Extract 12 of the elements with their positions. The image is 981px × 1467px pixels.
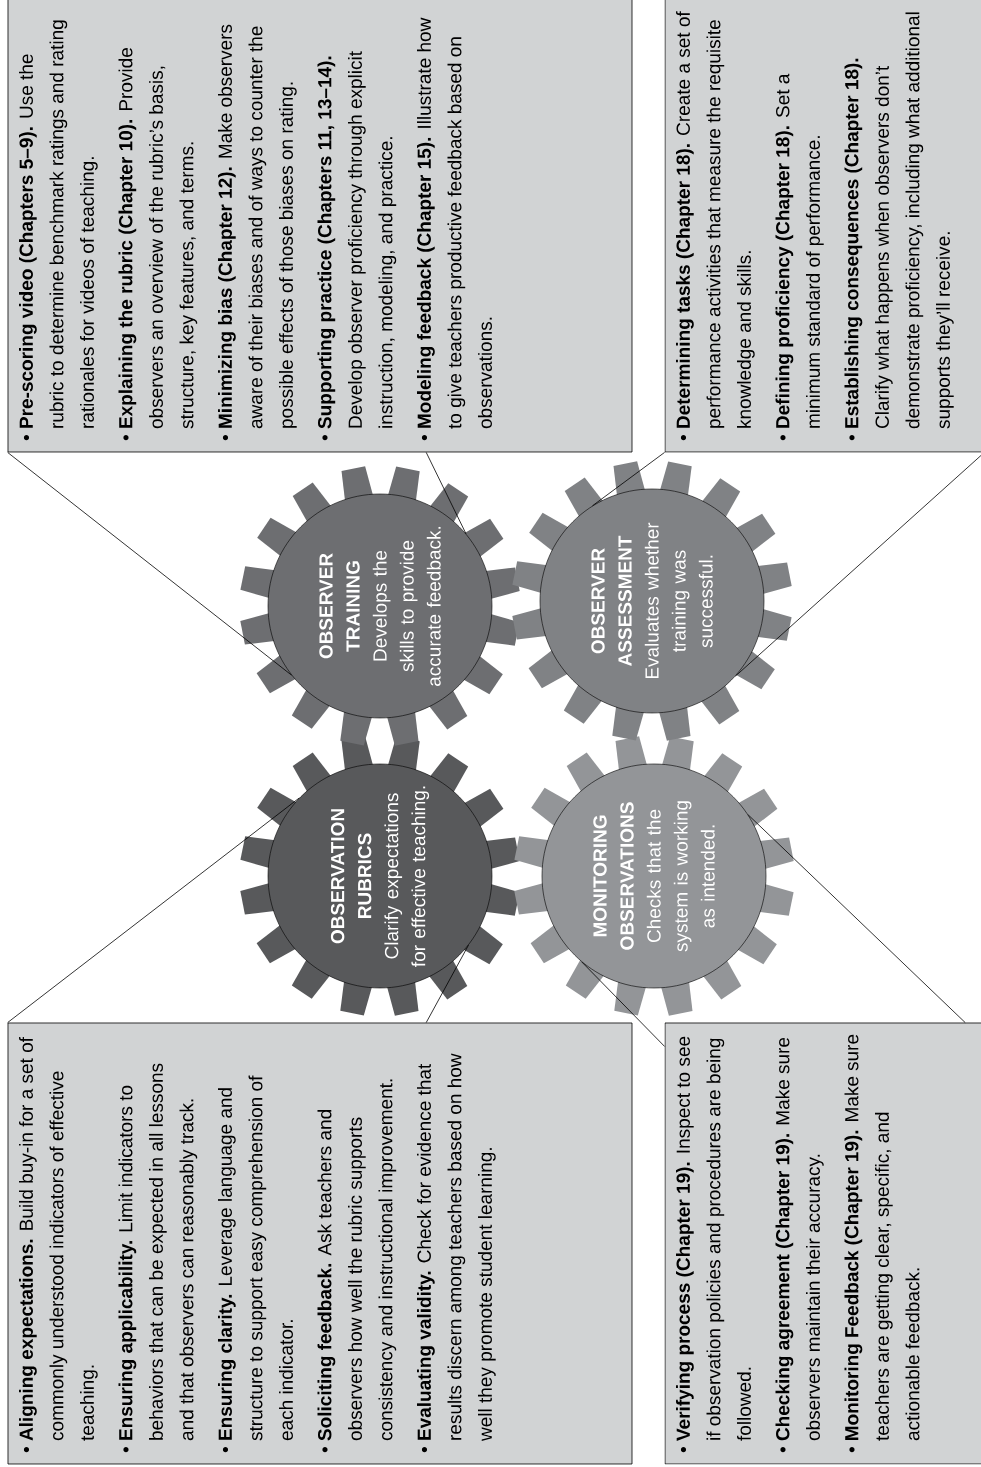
gear: OBSERVER TRAINING Develops the skills to provide accurate feedback. [240, 466, 520, 746]
leader-line [7, 797, 300, 1023]
gear: OBSERVATION RUBRICS Clarify expectations for effective teaching. [240, 736, 520, 1016]
leader-line [747, 814, 966, 1023]
text-panel: • Determining tasks (Chapter 18). Create a set of performance activities that measure the requisite knowledge and skills. • Defining proficiency (Chapter 18). Set a minimum standard of performance. • Establishing consequences (Chapter 18). Clarify what happens when observers don’t demonstrate proficiency, including what additional supports they’ll receive. [664, 0, 981, 453]
gear: OBSERVER ASSESSMENT Evaluates whether training was successful. [512, 461, 792, 741]
text-panel: • Verifying process (Chapter 19). Inspect to see if observation policies and procedures are being followed. • Checking agreement (Chapter 19). Make sure observers maintain their accuracy. • Monitoring Feedback (Chapter 19). Make sure teachers are getting clear, specific, and actionable feedback. [664, 1022, 981, 1465]
text-panel: • Pre-scoring video (Chapters 5–9). Use the rubric to determine benchmark ratings and rating rationales for videos of teaching. • Explaining the rubric (Chapter 10). Provide observers an overview of the rubric’s basis, structure, key features, and terms. • Minimizing bias (Chapter 12). Make observers aware of their biases and of ways to counter the possible effects of those biases on rating. • Supporting practice (Chapters 11, 13–14). Develop observer proficiency through explicit instruction, modeling, and practice. • Modeling feedback (Chapter 15). Illustrate how to give teachers productive feedback based on observations. [7, 0, 633, 453]
gear: MONITORING OBSERVATIONS Checks that the system is working as intended. [514, 736, 794, 1016]
leader-line [7, 452, 292, 676]
leader-line [592, 452, 665, 507]
leader-line [581, 961, 665, 1047]
